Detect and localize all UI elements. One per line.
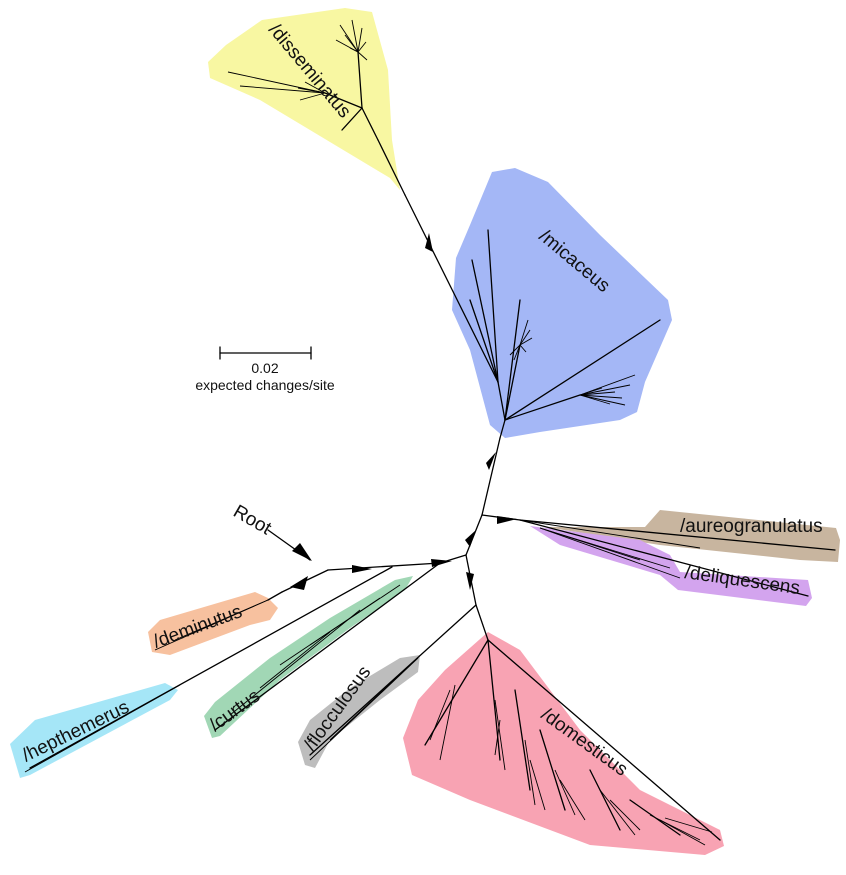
arrow-micaceus (425, 233, 433, 252)
subtree-left (24, 562, 477, 773)
subtree-micaceus (469, 229, 661, 421)
subtree-aureo-deliquescens (519, 519, 836, 597)
arrow-deminutus (290, 576, 308, 590)
branch-arrows (290, 233, 517, 590)
clade-region-deliquescens (530, 526, 812, 606)
arrow-root (292, 543, 312, 561)
scale-bar-value: 0.02 (251, 360, 278, 376)
clade-region-micaceus (452, 168, 672, 438)
arrow-backbone-1 (352, 565, 372, 573)
arrow-up-1 (465, 530, 476, 547)
subtree-disseminatus (227, 19, 379, 141)
scale-bar: 0.02 expected changes/site (195, 346, 335, 393)
arrow-aureo (497, 516, 517, 524)
clade-region-hepthemerus (10, 683, 178, 778)
clade-label-aureogranulatus: /aureogranulatus (680, 516, 823, 537)
clade-region-curtus (204, 576, 413, 738)
arrow-down (466, 572, 474, 590)
clade-region-domesticus (403, 632, 724, 855)
arrow-up-2 (486, 452, 496, 470)
root-label: Root (230, 501, 276, 540)
scale-bar-caption: expected changes/site (195, 377, 335, 393)
subtree-domesticus (424, 604, 721, 846)
